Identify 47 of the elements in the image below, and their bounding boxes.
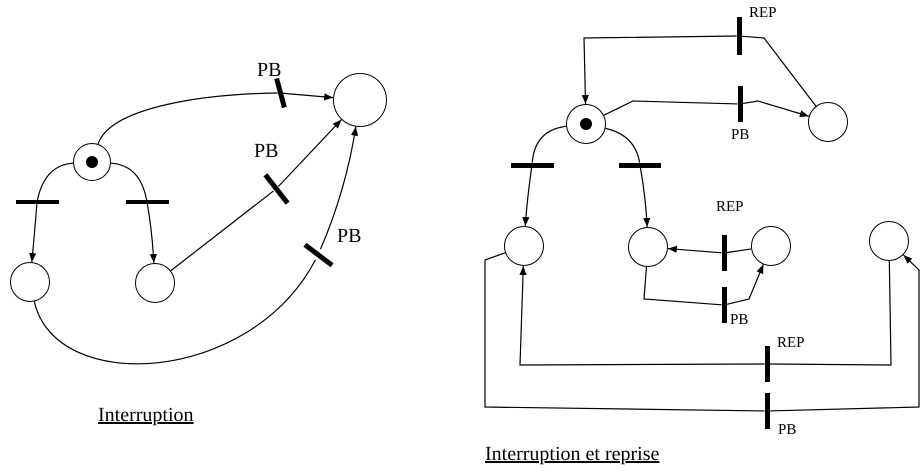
caption: Interruption xyxy=(98,403,194,428)
transition-bar xyxy=(16,200,58,204)
transition-bar xyxy=(764,393,770,429)
arc-line xyxy=(97,92,278,144)
transition-label: PB xyxy=(778,423,796,438)
arc-line xyxy=(532,126,566,163)
transition-bar xyxy=(510,162,554,168)
arc-arrow xyxy=(519,266,764,366)
arc-line xyxy=(726,248,752,254)
transition-label: REP xyxy=(777,336,805,351)
arc-line xyxy=(36,162,74,200)
arc-arrow xyxy=(742,100,810,118)
arc-arrow xyxy=(522,167,532,226)
arc-line xyxy=(484,252,764,412)
transition-bar xyxy=(722,287,726,323)
arc-line xyxy=(605,128,640,163)
arc-line xyxy=(604,100,738,116)
arc-line xyxy=(110,162,148,200)
arc-arrow xyxy=(582,35,736,104)
arc-line xyxy=(643,266,722,306)
transition-label: PB xyxy=(731,128,750,143)
arc-arrow xyxy=(769,254,920,412)
transition-bar xyxy=(126,200,168,204)
transition-label: REP xyxy=(749,6,777,21)
arc-arrow xyxy=(278,119,342,187)
transition-label: PB xyxy=(337,226,362,246)
arc-line xyxy=(770,260,892,366)
transition-label: PB xyxy=(730,313,748,328)
transition-bar xyxy=(736,17,742,55)
arc-arrow xyxy=(640,167,650,228)
arc-line xyxy=(741,36,816,106)
transition-bar xyxy=(619,162,661,168)
transition-label: PB xyxy=(257,60,282,80)
transition-bar xyxy=(722,235,726,271)
arc-arrow xyxy=(29,204,38,262)
transition-label: PB xyxy=(254,141,278,161)
transition-bar xyxy=(738,86,742,122)
arc-arrow xyxy=(282,92,334,100)
arc-arrow xyxy=(146,204,157,264)
arc-line xyxy=(170,190,274,272)
arc-arrow xyxy=(668,246,722,254)
transition-bar xyxy=(764,346,770,382)
arc-arrow xyxy=(320,126,358,250)
transition-label: REP xyxy=(716,200,744,215)
caption: Interruption et reprise xyxy=(485,442,660,467)
arc-arrow xyxy=(726,264,764,305)
arc-line xyxy=(34,259,316,364)
